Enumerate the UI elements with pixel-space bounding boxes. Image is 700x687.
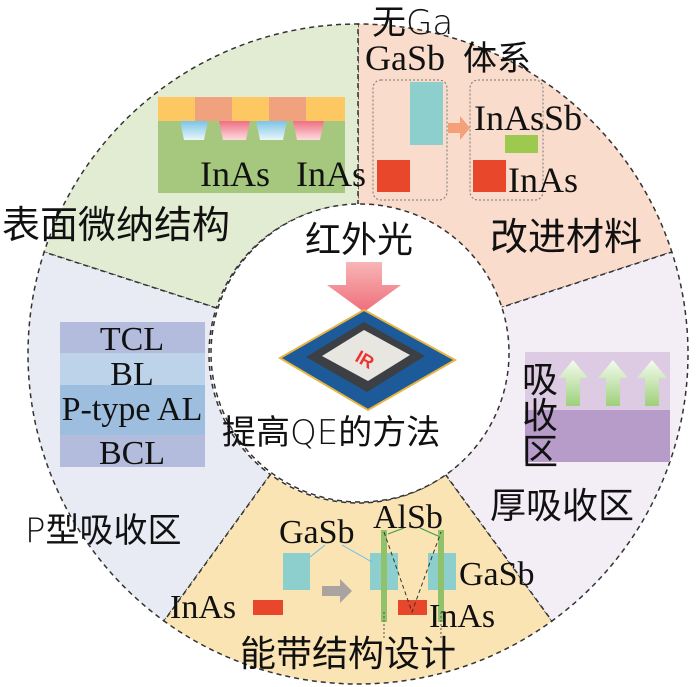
incident-arrow-icon	[327, 262, 401, 312]
surface-structure-illustration	[158, 97, 345, 193]
ptype-layer-stack	[60, 322, 205, 467]
material-box-before	[372, 79, 448, 201]
inas-band-block-right	[473, 160, 506, 192]
alsb-label: AlSb	[373, 499, 443, 536]
improve-qe-methods-title: 提高QE的方法	[222, 413, 440, 453]
thick-absorber-title: 厚吸收区	[490, 486, 634, 527]
up-arrow-icon	[637, 360, 667, 406]
thick-absorber-illustration	[525, 352, 670, 462]
band-structure-illustration	[253, 527, 456, 640]
absorb-region-vertical-label: 吸 收 区	[522, 360, 569, 473]
layer-ptype-al-label: P-type AL	[62, 391, 203, 428]
ir-chip-icon: IR	[278, 308, 458, 412]
no-ga-system-label: 体系	[463, 39, 531, 79]
inassb-band-block	[505, 135, 538, 153]
infrared-light-label: 红外光	[305, 220, 413, 261]
up-arrow-icon	[558, 360, 588, 406]
material-box-after	[469, 79, 544, 201]
ptype-absorber-title: P型吸收区	[25, 511, 182, 551]
layer-tcl-label: TCL	[100, 321, 164, 358]
band-gasb-right-label: GaSb	[459, 556, 535, 593]
no-ga-label: 无Ga	[372, 3, 453, 43]
band-inas-left-label: InAs	[170, 589, 236, 626]
band-gasb-left-label: GaSb	[279, 514, 355, 551]
surface-structure-title: 表面微纳结构	[2, 203, 230, 247]
surface-inas-label: InAs	[200, 154, 270, 194]
gasb-band-block	[410, 82, 443, 145]
layer-bcl-label: BCL	[99, 435, 165, 472]
inas-band-block	[377, 160, 410, 192]
materials-gasb-label: GaSb	[365, 38, 445, 78]
layer-bl-label: BL	[110, 356, 153, 393]
materials-inas-left-label: InAs	[296, 154, 366, 194]
band-inas-right-label: InAs	[429, 598, 495, 635]
arrow-right-icon	[448, 116, 470, 140]
sector-band	[162, 473, 554, 685]
materials-title: 改进材料	[490, 215, 642, 259]
band-structure-title: 能带结构设计	[240, 634, 456, 675]
inassb-label: InAsSb	[474, 98, 582, 138]
up-arrow-icon	[598, 360, 628, 406]
materials-inas-right-label: InAs	[508, 160, 578, 200]
